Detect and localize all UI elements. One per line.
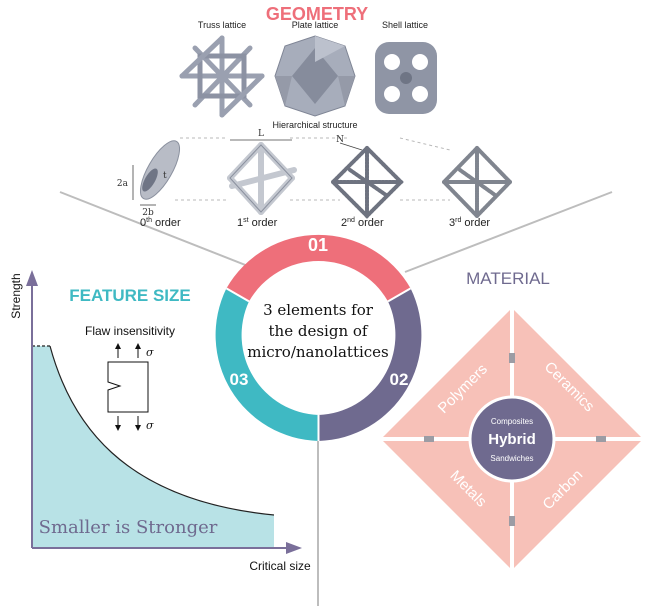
order-num: 2	[341, 217, 347, 229]
geometry-title: GEOMETRY	[266, 4, 368, 24]
material-diamond: Composites Hybrid Sandwiches Polymers Ce…	[383, 310, 641, 568]
dim-N-label: N	[336, 135, 344, 145]
flaw-label: Flaw insensitivity	[85, 324, 175, 338]
y-axis-label: Strength	[9, 273, 23, 318]
x-axis-arrow	[286, 542, 302, 554]
order-word: order	[152, 217, 181, 229]
plate-lattice-label: Plate lattice	[292, 20, 339, 30]
hub-circle	[468, 395, 556, 483]
order-label-0: 0th order	[140, 217, 181, 229]
flaw-insensitivity-inset: Flaw insensitivity σ σ	[85, 324, 175, 432]
sigma-bottom-label: σ	[146, 419, 154, 432]
order-label-3: 3rd order	[449, 217, 490, 229]
truss-lattice-image	[179, 35, 265, 118]
quadrant-metals	[383, 441, 510, 568]
sigma-top-label: σ	[146, 346, 154, 359]
x-axis-label: Critical size	[249, 559, 311, 573]
segment-03-label: 03	[230, 370, 249, 389]
strength-plot: Strength Critical size Smaller is Strong…	[9, 270, 311, 573]
hierarchical-structure-label: Hierarchical structure	[272, 120, 357, 130]
section-dividers	[59, 191, 613, 606]
second-order-image: N	[330, 135, 404, 219]
order-sup: th	[146, 217, 152, 224]
dim-2b-label: 2b	[142, 208, 154, 218]
order-num: 1	[237, 217, 243, 229]
segment-02-arc	[318, 288, 422, 441]
shell-lattice-image	[375, 42, 437, 114]
quadrant-ceramics	[514, 310, 641, 437]
slogan-label: Smaller is Stronger	[39, 517, 218, 538]
order-label-2: 2nd order	[341, 217, 384, 229]
order-word: order	[355, 217, 384, 229]
center-line-3: micro/nanolattices	[247, 343, 389, 361]
dim-t-label: t	[163, 171, 167, 181]
order-word: order	[249, 217, 278, 229]
segment-01-label: 01	[308, 235, 328, 255]
hierarchy-connectors	[175, 137, 451, 201]
dim-2a-label: 2a	[117, 179, 129, 189]
quadrant-polymers	[383, 310, 510, 437]
specimen-with-notch	[107, 361, 149, 413]
center-donut: 01 02 03 3 elements for the design of mi…	[215, 234, 422, 441]
material-title: MATERIAL	[466, 269, 550, 288]
order-num: 0	[140, 217, 146, 229]
feature-size-title: FEATURE SIZE	[69, 286, 191, 305]
truss-lattice-label: Truss lattice	[198, 20, 246, 30]
strength-curve	[49, 345, 275, 516]
y-axis-arrow	[26, 270, 38, 286]
order-sup: nd	[347, 217, 355, 224]
zeroth-order-image: 2a 2b t	[117, 140, 180, 218]
strength-curve-fill	[32, 346, 274, 548]
plate-lattice-image	[274, 35, 356, 117]
hub-top-label: Composites	[491, 417, 533, 426]
dim-L-label: L	[258, 129, 264, 139]
center-line-1: 3 elements for	[263, 301, 374, 319]
segment-02-label: 02	[390, 370, 409, 389]
order-sup: rd	[455, 217, 461, 224]
order-sup: st	[243, 217, 249, 224]
third-order-image	[441, 145, 513, 219]
hub-main-label: Hybrid	[488, 431, 536, 448]
segment-01-arc	[226, 234, 411, 302]
order-num: 3	[449, 217, 455, 229]
order-word: order	[461, 217, 490, 229]
segment-03-arc	[215, 288, 319, 441]
quadrant-carbon	[514, 441, 641, 568]
order-label-1: 1st order	[237, 217, 278, 229]
shell-lattice-label: Shell lattice	[382, 20, 428, 30]
center-line-2: the design of	[269, 322, 369, 340]
first-order-image: L	[227, 129, 297, 215]
hub-bottom-label: Sandwiches	[490, 454, 533, 463]
